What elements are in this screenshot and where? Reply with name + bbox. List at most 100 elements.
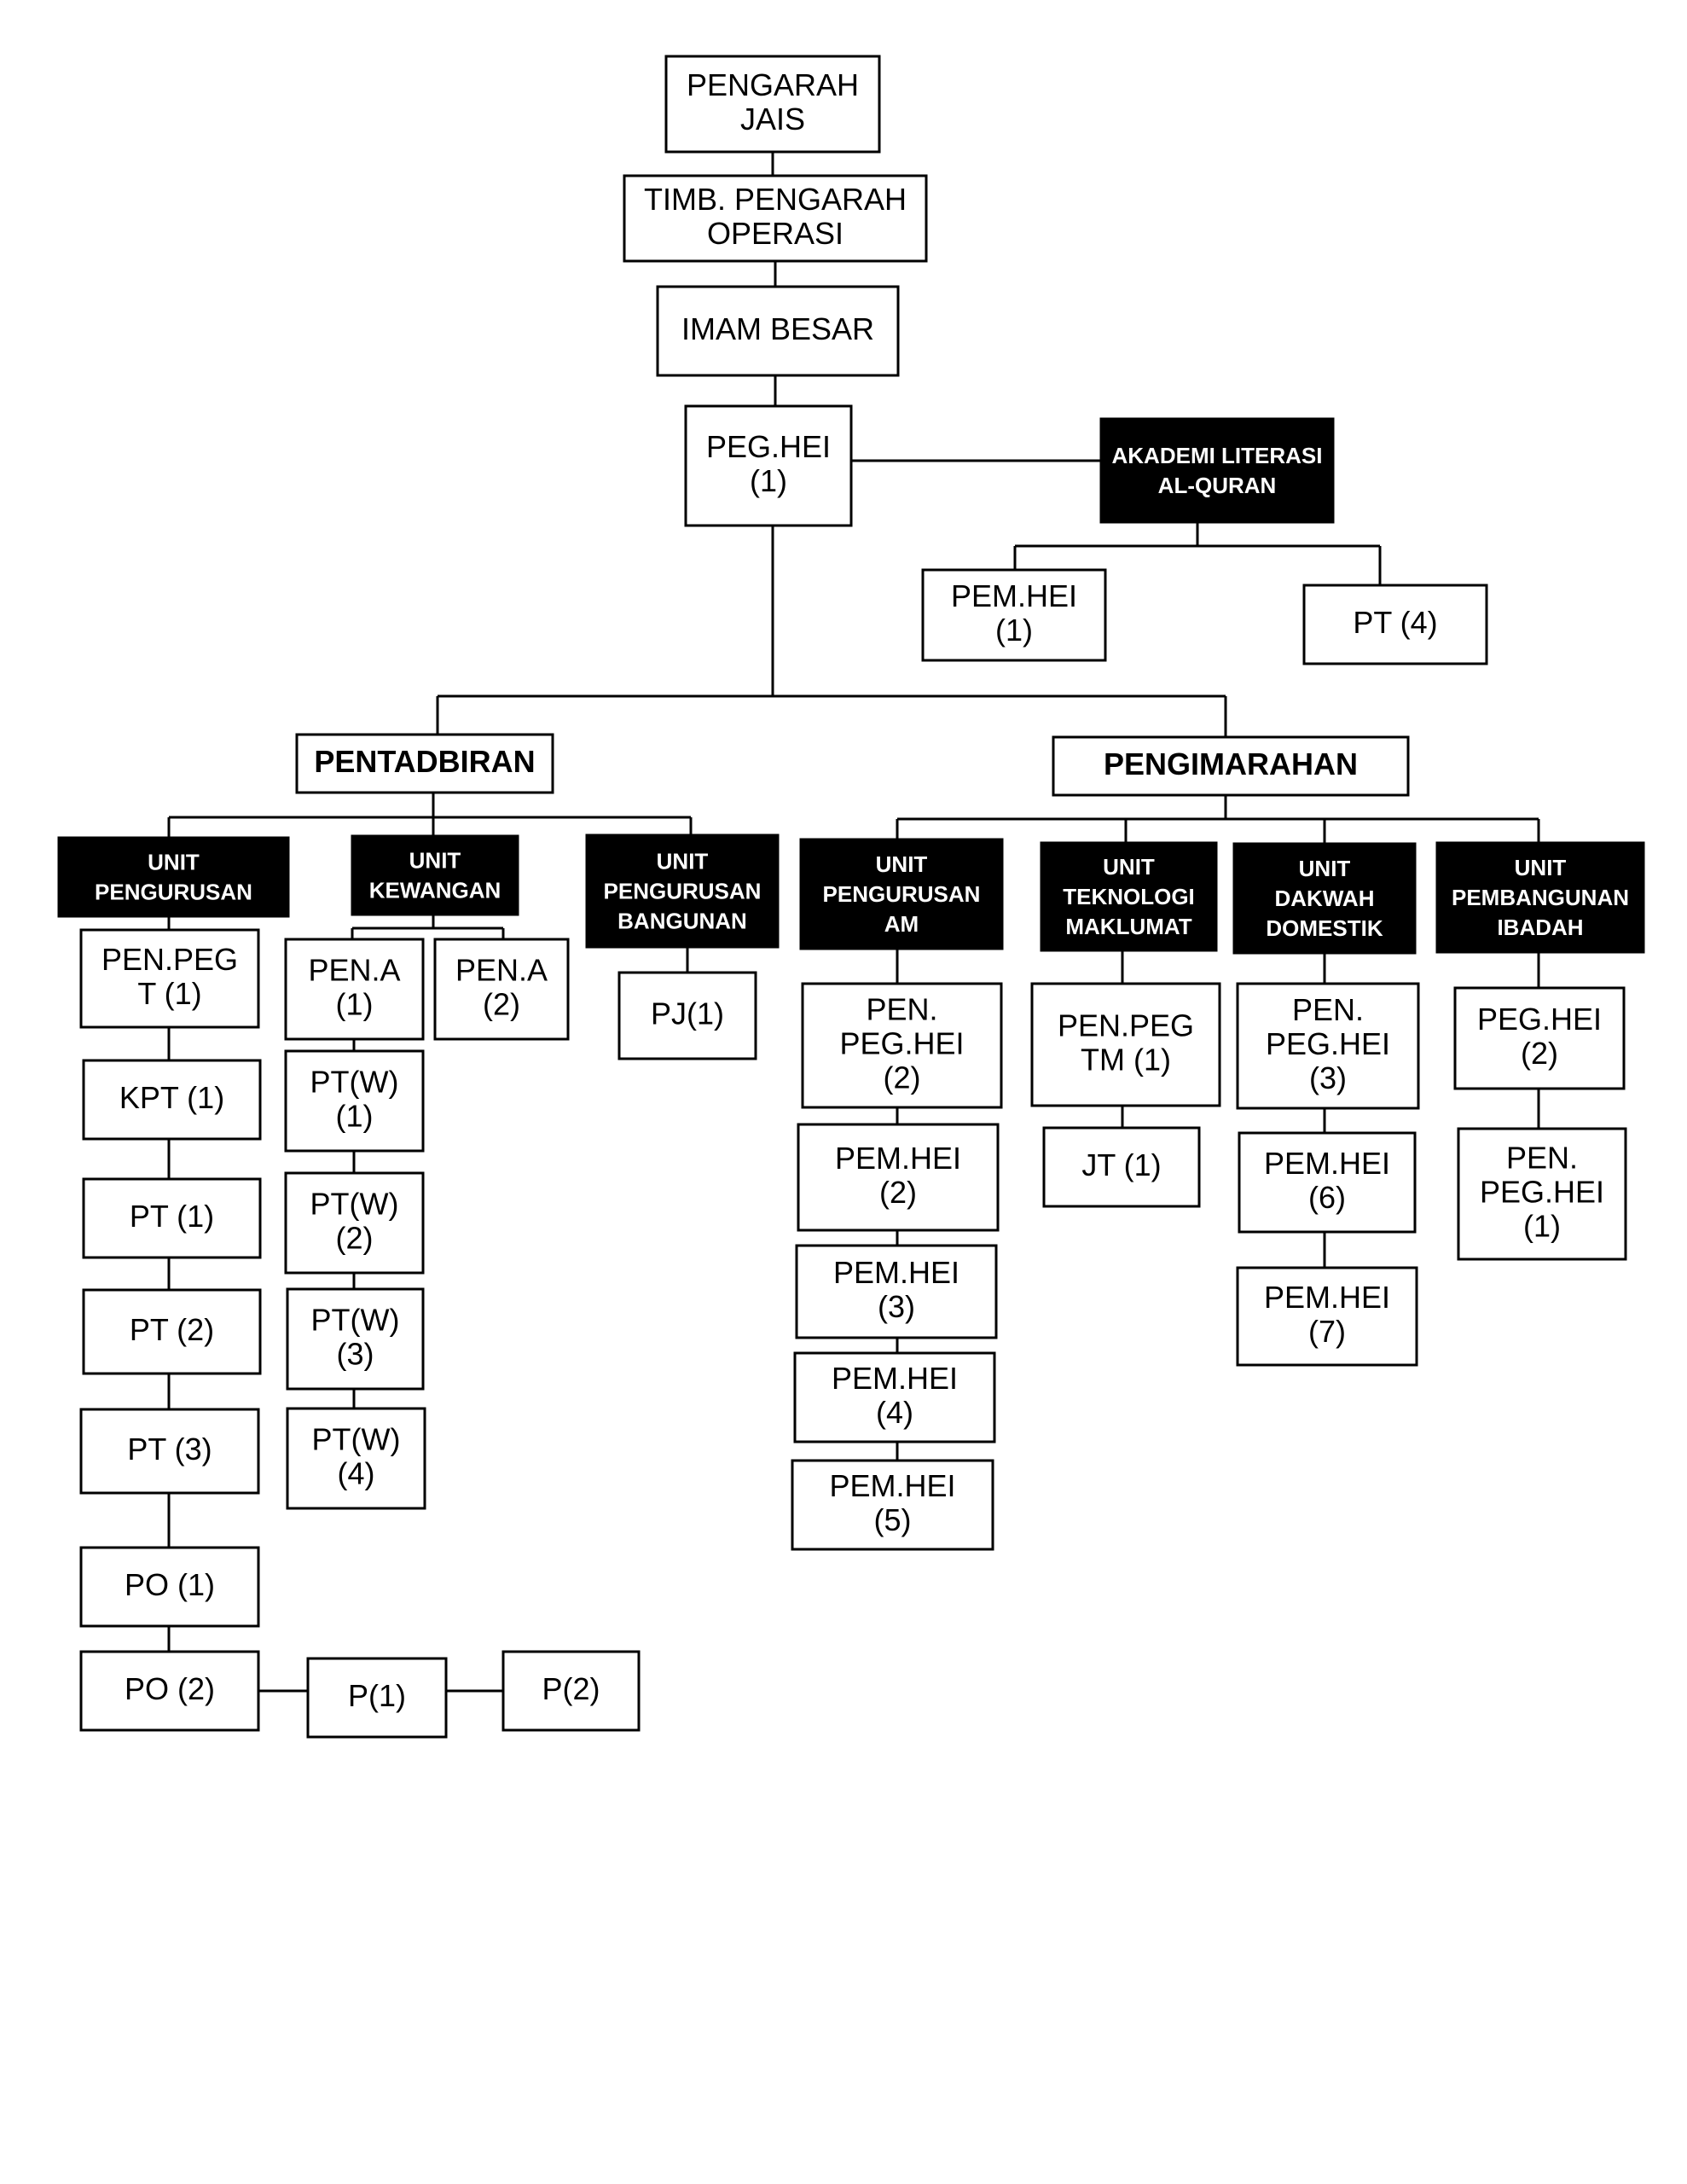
node-label: OPERASI [707, 216, 844, 251]
node-label: (2) [1521, 1036, 1558, 1071]
node-box [921, 568, 1107, 662]
node-label: PEG.HEI [1266, 1026, 1390, 1061]
node-label: (2) [884, 1060, 921, 1095]
node-box [79, 1408, 260, 1495]
node-box [1052, 735, 1410, 797]
node-box [501, 1650, 641, 1732]
node-label: (3) [337, 1337, 374, 1372]
node-label: UNIT [1515, 855, 1567, 880]
node-label: UNIT [1103, 854, 1155, 880]
node-box [801, 982, 1003, 1109]
node-pen-a2: PEN.A(2) [433, 938, 570, 1041]
node-label: UNIT [1299, 856, 1351, 881]
node-label: T (1) [137, 976, 201, 1011]
node-pen-a1: PEN.A(1) [284, 938, 425, 1041]
node-label: (3) [878, 1289, 915, 1324]
node-label: PEM.HEI [951, 578, 1077, 613]
node-label: PEM.HEI [832, 1361, 958, 1396]
node-label: PEM.HEI [1264, 1280, 1390, 1315]
node-box [295, 733, 554, 794]
node-label: (7) [1308, 1314, 1346, 1349]
node-label: UNIT [657, 848, 709, 874]
node-am-pem-hei5: PEM.HEI(5) [791, 1459, 994, 1551]
node-pj1: PJ(1) [617, 971, 757, 1060]
node-label: PENGARAH [687, 67, 859, 102]
node-dk-pem-hei6: PEM.HEI(6) [1238, 1131, 1417, 1234]
node-label: PEN.PEG [1058, 1008, 1194, 1043]
node-kpt1: KPT (1) [82, 1059, 262, 1141]
node-am-pem-hei4: PEM.HEI(4) [793, 1351, 996, 1443]
node-label: (5) [874, 1502, 912, 1537]
node-peg-hei: PEG.HEI(1) [684, 404, 853, 527]
node-unit-teknologi: UNIT TEKNOLOGI MAKLUMAT [1040, 841, 1218, 952]
node-box [82, 1059, 262, 1141]
node-ptw4: PT(W)(4) [286, 1407, 426, 1510]
node-label: PEN.A [455, 953, 548, 988]
node-label: (2) [336, 1221, 374, 1256]
node-label: PT(W) [310, 1187, 399, 1222]
node-pb-peg-hei2: PEG.HEI(2) [1453, 986, 1626, 1090]
node-box [1453, 986, 1626, 1090]
node-label: PO (1) [125, 1567, 215, 1602]
node-label: MAKLUMAT [1065, 914, 1191, 939]
node-box [433, 938, 570, 1041]
node-label: PEN.PEG [101, 942, 238, 977]
node-box [79, 1650, 260, 1732]
node-am-pem-hei3: PEM.HEI(3) [795, 1244, 998, 1339]
node-label: JAIS [740, 102, 805, 136]
node-label: PT (2) [130, 1312, 214, 1347]
node-box [684, 404, 853, 527]
node-label: DAKWAH [1275, 886, 1375, 911]
node-label: PEM.HEI [833, 1255, 959, 1290]
node-pt3: PT (3) [79, 1408, 260, 1495]
node-box [1040, 841, 1218, 952]
node-label: (1) [750, 463, 787, 498]
node-box [1030, 982, 1221, 1107]
node-label: PT(W) [311, 1303, 400, 1338]
node-box [1457, 1127, 1627, 1261]
node-label: PEMBANGUNAN [1452, 885, 1629, 910]
node-label: UNIT [409, 847, 461, 873]
node-box [79, 928, 260, 1029]
node-label: AKADEMI LITERASI [1112, 443, 1323, 468]
node-label: PEM.HEI [1264, 1146, 1390, 1181]
node-box [1099, 417, 1335, 524]
node-pt2: PT (2) [82, 1288, 262, 1375]
node-label: PENTADBIRAN [314, 744, 535, 779]
node-label: TEKNOLOGI [1063, 884, 1195, 909]
node-ptw3: PT(W)(3) [286, 1287, 425, 1391]
node-label: (6) [1308, 1180, 1346, 1215]
node-label: BANGUNAN [617, 908, 747, 933]
node-box [82, 1288, 262, 1375]
node-pb-pen-peg-hei1: PEN.PEG.HEI(1) [1457, 1127, 1627, 1261]
node-label: (2) [483, 987, 520, 1022]
node-box [656, 285, 900, 377]
node-label: PT (3) [127, 1432, 212, 1467]
node-imam-besar: IMAM BESAR [656, 285, 900, 377]
node-label: PT (1) [130, 1199, 214, 1234]
node-box [284, 938, 425, 1041]
node-label: (1) [1523, 1209, 1561, 1244]
node-label: PEN. [866, 992, 937, 1027]
node-box [1435, 841, 1645, 954]
node-box [1236, 1266, 1418, 1367]
node-am-pem-hei2: PEM.HEI(2) [797, 1123, 1000, 1232]
node-box [82, 1177, 262, 1259]
node-box [1232, 842, 1417, 955]
node-box [284, 1171, 425, 1275]
node-label: PT(W) [312, 1422, 401, 1457]
node-ptw1: PT(W)(1) [284, 1049, 425, 1153]
node-label: IMAM BESAR [681, 311, 874, 346]
node-label: KPT (1) [119, 1080, 224, 1115]
